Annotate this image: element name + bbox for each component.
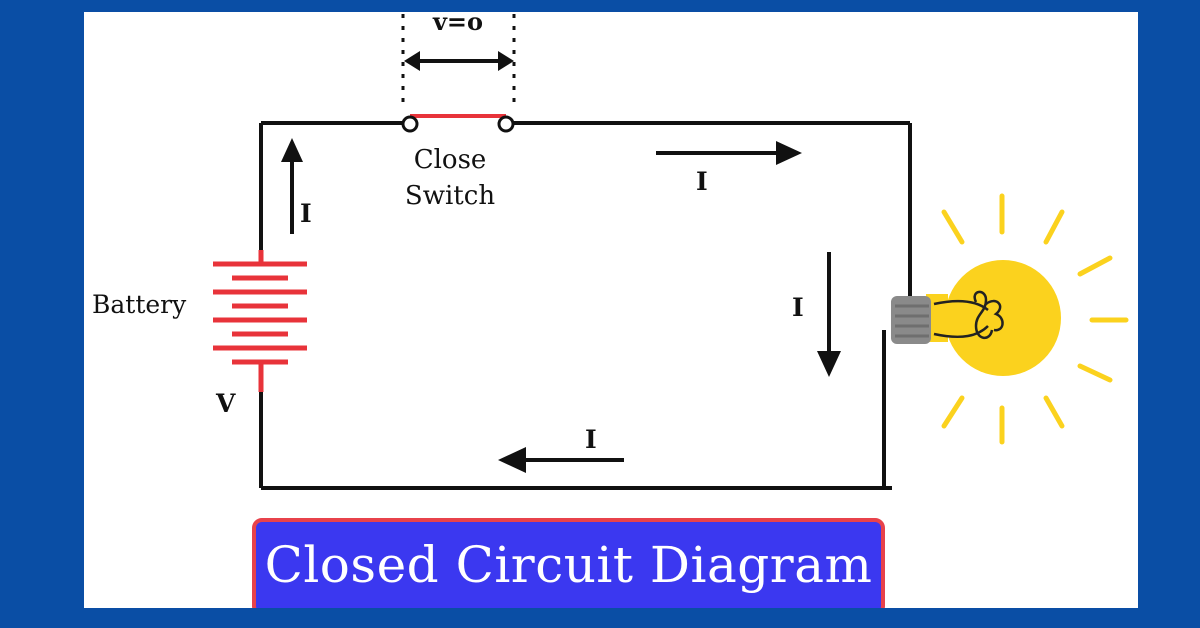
- switch-label-line1: Close: [414, 145, 487, 175]
- current-arrow-left: [281, 138, 303, 234]
- circuit-diagram: v=o Close Switch Battery V I: [92, 12, 1129, 490]
- diagram-canvas: v=o Close Switch Battery V I: [84, 12, 1138, 608]
- current-arrow-top: [656, 141, 802, 165]
- voltage-label: V: [215, 389, 236, 418]
- diagram-title: Closed Circuit Diagram: [264, 536, 873, 594]
- switch-label-line2: Switch: [405, 181, 495, 211]
- light-bulb-icon: [891, 193, 1129, 445]
- switch-terminal-right: [497, 115, 515, 133]
- current-arrow-bottom: [498, 447, 624, 473]
- closed-switch: [401, 114, 515, 133]
- switch-voltage-label: v=o: [432, 12, 483, 36]
- circuit-wires: [259, 121, 912, 490]
- battery-label: Battery: [92, 290, 187, 319]
- current-arrow-right: [817, 252, 841, 377]
- current-label-top: I: [696, 167, 708, 196]
- current-label-left: I: [300, 199, 312, 228]
- switch-terminal-left: [401, 115, 419, 133]
- diagram-title-banner: Closed Circuit Diagram: [252, 518, 885, 608]
- bulb-base: [891, 296, 931, 344]
- current-label-bottom: I: [585, 425, 597, 454]
- current-label-right: I: [792, 293, 804, 322]
- switch-voltage-indicator: v=o: [401, 12, 516, 110]
- bulb-glass: [945, 260, 1061, 376]
- bulb-rays: [941, 193, 1129, 445]
- battery: [213, 250, 307, 392]
